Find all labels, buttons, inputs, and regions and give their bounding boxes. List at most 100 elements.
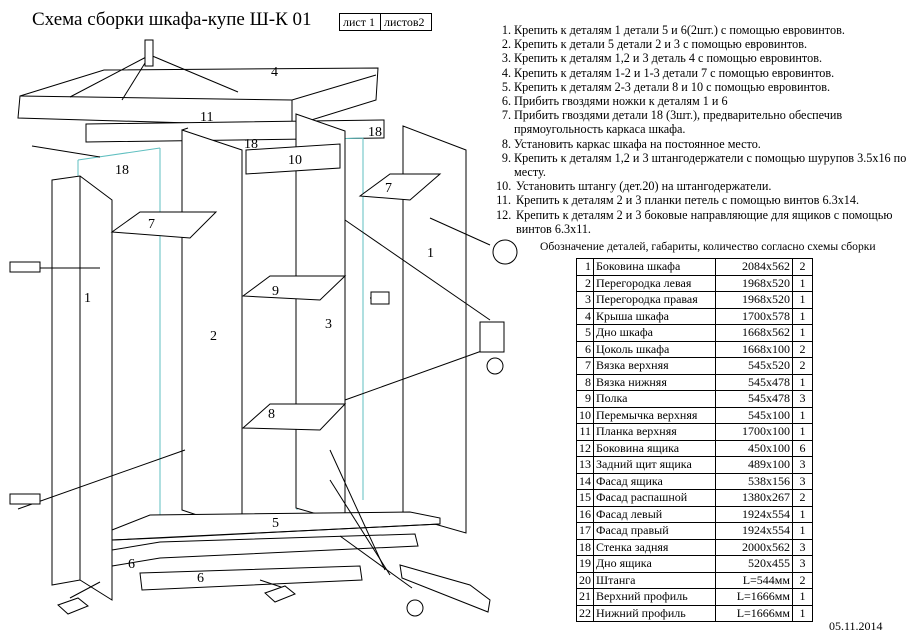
step-item: 6.Прибить гвоздями ножки к деталям 1 и 6 bbox=[501, 94, 728, 109]
drawer-slide-icon bbox=[399, 564, 491, 613]
part-quantity-cell: 2 bbox=[792, 489, 813, 507]
part-quantity-cell: 1 bbox=[792, 604, 813, 622]
part-name-cell: Боковина ящика bbox=[593, 439, 716, 457]
part-number-cell: 18 bbox=[576, 538, 594, 556]
part-quantity-cell: 1 bbox=[792, 406, 813, 424]
step-item: 11.Крепить к деталям 2 и 3 планки петель… bbox=[496, 193, 860, 208]
part-name-cell: Боковина шкафа bbox=[593, 258, 716, 276]
part-shelf-9 bbox=[241, 275, 347, 301]
label-3: 3 bbox=[325, 317, 332, 332]
step-item: 1.Крепить к деталям 1 детали 5 и 6(2шт.)… bbox=[501, 23, 845, 37]
part-quantity-cell: 6 bbox=[792, 439, 813, 457]
step-item: 9.Крепить к деталям 1,2 и 3 штангодержат… bbox=[501, 150, 907, 180]
label-18-right: 18 bbox=[368, 125, 382, 140]
part-top-crossbar bbox=[245, 143, 341, 175]
part-dimensions-cell: 545х520 bbox=[715, 357, 793, 375]
part-roof bbox=[17, 67, 379, 127]
label-10: 10 bbox=[288, 153, 302, 168]
part-quantity-cell: 3 bbox=[792, 555, 813, 573]
bracket-icon bbox=[479, 321, 505, 353]
part-quantity-cell: 3 bbox=[792, 456, 813, 474]
part-name-cell: Задний щит ящика bbox=[593, 456, 716, 474]
part-name-cell: Штанга bbox=[593, 571, 716, 589]
part-name-cell: Вязка нижняя bbox=[593, 373, 716, 391]
leg-icon bbox=[264, 585, 296, 603]
confirmat-screw-icon bbox=[9, 493, 41, 505]
leg-icon bbox=[57, 597, 89, 615]
part-quantity-cell: 3 bbox=[792, 472, 813, 490]
part-dimensions-cell: 2000х562 bbox=[715, 538, 793, 556]
part-plinth-front bbox=[111, 533, 419, 567]
part-number-cell: 9 bbox=[576, 390, 594, 408]
assembly-steps: 1.Крепить к деталям 1 детали 5 и 6(2шт.)… bbox=[496, 23, 910, 236]
part-number-cell: 14 bbox=[576, 472, 594, 490]
label-4: 4 bbox=[271, 65, 278, 80]
label-8: 8 bbox=[268, 407, 275, 422]
part-quantity-cell: 2 bbox=[792, 340, 813, 358]
part-quantity-cell: 1 bbox=[792, 373, 813, 391]
label-1-left: 1 bbox=[84, 291, 91, 306]
label-2: 2 bbox=[210, 329, 217, 344]
step-item: 3.Крепить к деталям 1,2 и 3 деталь 4 с п… bbox=[501, 51, 822, 66]
label-7-right: 7 bbox=[385, 181, 392, 196]
label-7-left: 7 bbox=[148, 217, 155, 232]
part-number-cell: 7 bbox=[576, 357, 594, 375]
part-number-cell: 20 bbox=[576, 571, 594, 589]
part-quantity-cell: 3 bbox=[792, 538, 813, 556]
part-left-side bbox=[51, 175, 113, 601]
part-name-cell: Дно ящика bbox=[593, 555, 716, 573]
part-quantity-cell: 1 bbox=[792, 307, 813, 325]
part-right-partition bbox=[295, 113, 346, 523]
part-name-cell: Фасад ящика bbox=[593, 472, 716, 490]
step-item: 7.Прибить гвоздями детали 18 (3шт.), пре… bbox=[501, 108, 843, 137]
diagram-title: Схема сборки шкафа-купе Ш-К 01 bbox=[32, 9, 312, 30]
part-number-cell: 5 bbox=[576, 324, 594, 342]
part-dimensions-cell: 520х455 bbox=[715, 555, 793, 573]
rod-holder-icon bbox=[492, 239, 518, 265]
part-quantity-cell: 3 bbox=[792, 390, 813, 408]
part-dimensions-cell: 489х100 bbox=[715, 456, 793, 474]
part-number-cell: 15 bbox=[576, 489, 594, 507]
step-item: 2.Крепить к детали 5 детали 2 и 3 с помо… bbox=[501, 37, 808, 52]
part-quantity-cell: 1 bbox=[792, 324, 813, 342]
part-plinth-back bbox=[139, 565, 363, 591]
sheet-count: листов2 bbox=[380, 13, 432, 31]
part-name-cell: Фасад распашной bbox=[593, 489, 716, 507]
part-dimensions-cell: 545х100 bbox=[715, 406, 793, 424]
part-number-cell: 2 bbox=[576, 274, 594, 292]
step-item: 4.Крепить к деталям 1-2 и 1-3 детали 7 с… bbox=[501, 65, 835, 80]
part-name-cell: Планка верхняя bbox=[593, 423, 716, 441]
part-dimensions-cell: 1700х100 bbox=[715, 423, 793, 441]
part-number-cell: 8 bbox=[576, 373, 594, 391]
part-dimensions-cell: L=1666мм bbox=[715, 604, 793, 622]
confirmat-screw-icon bbox=[486, 357, 504, 375]
part-dimensions-cell: 450х100 bbox=[715, 439, 793, 457]
part-name-cell: Перегородка левая bbox=[593, 274, 716, 292]
part-number-cell: 3 bbox=[576, 291, 594, 309]
part-number-cell: 4 bbox=[576, 307, 594, 325]
part-name-cell: Вязка верхняя bbox=[593, 357, 716, 375]
part-quantity-cell: 1 bbox=[792, 291, 813, 309]
part-name-cell: Фасад левый bbox=[593, 505, 716, 523]
label-6-back: 6 bbox=[197, 571, 204, 586]
part-name-cell: Цоколь шкафа bbox=[593, 340, 716, 358]
screw-icon bbox=[144, 39, 154, 67]
step-item: 12.Крепить к деталям 2 и 3 боковые напра… bbox=[496, 207, 893, 236]
part-quantity-cell: 2 bbox=[792, 571, 813, 589]
